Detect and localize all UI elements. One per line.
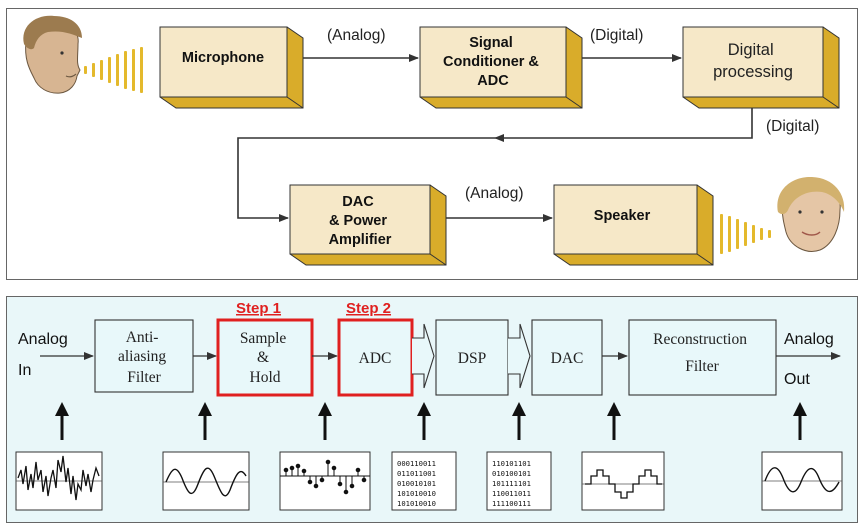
- adc-label-line-2: Conditioner &: [443, 54, 539, 70]
- waveform-reconstructed-output: [761, 451, 843, 511]
- adc-bits-row-2: 011011001: [397, 469, 436, 478]
- svg-text:DAC & Power Amplif: DAC & Power Amplifier: [329, 194, 392, 248]
- analog-label-1: (Analog): [327, 27, 386, 44]
- step-2-label: Step 2: [346, 300, 391, 317]
- adc-bit-stream: 000110011 011011001 010010101 101010010 …: [391, 451, 457, 511]
- speaker-label: Speaker: [594, 208, 651, 224]
- antialias-label-line-3: Filter: [127, 369, 161, 386]
- dsp-bit-stream: 110101101 010100101 101111101 110011011 …: [486, 451, 552, 511]
- analog-out-label-1: Analog: [784, 331, 834, 348]
- person-listening-icon: [777, 176, 845, 252]
- adc-bits-row-4: 101010010: [397, 489, 436, 498]
- microphone-label: Microphone: [182, 50, 264, 66]
- step-1-label: Step 1: [236, 300, 281, 317]
- adc-bits-row-5: 101010010: [397, 499, 436, 508]
- digital-label-1: (Digital): [590, 27, 643, 44]
- path-arrowhead-left: [494, 134, 504, 142]
- waveform-staircase: [581, 451, 665, 511]
- adc-block-label: ADC: [359, 350, 392, 367]
- svg-text:Reconstruction Filter: Reconstruction Filter: [653, 331, 751, 375]
- dsp-bits-row-5: 111100111: [492, 499, 531, 508]
- dsp-block-label: DSP: [458, 350, 486, 367]
- sample-hold-label-line-1: Sample: [240, 330, 287, 347]
- dac-label-line-2: & Power: [329, 213, 387, 229]
- bus-arrow-dsp-to-dac: [508, 323, 531, 389]
- analog-in-label-1: Analog: [18, 331, 68, 348]
- sample-hold-label-line-3: Hold: [250, 369, 281, 386]
- processing-label-line-2: processing: [713, 63, 793, 81]
- sample-hold-block: [216, 318, 314, 397]
- antialias-label-line-2: aliasing: [118, 348, 166, 365]
- person-speaking-icon: [23, 15, 83, 94]
- processing-label-line-1: Digital: [728, 41, 774, 59]
- dac-label-line-3: Amplifier: [329, 232, 392, 248]
- analog-out-label-2: Out: [784, 371, 810, 388]
- reconstruction-filter-block: [628, 319, 777, 396]
- analog-label-2: (Analog): [465, 185, 524, 202]
- dsp-block: [435, 319, 509, 396]
- svg-text:Anti- aliasing Filter: Anti- aliasing Filter: [118, 329, 170, 386]
- dsp-bits-row-1: 110101101: [492, 459, 531, 468]
- reconstruction-label-line-2: Filter: [685, 358, 719, 375]
- microphone-block: Microphone: [159, 26, 304, 109]
- dac-block-label: DAC: [551, 350, 584, 367]
- svg-text:Digital processing: Digital processing: [713, 41, 793, 81]
- adc-label-line-1: Signal: [469, 35, 513, 51]
- svg-text:Microphone: Microphone: [182, 50, 264, 66]
- sample-hold-label-line-2: &: [257, 349, 269, 366]
- speaker-block: Speaker: [553, 184, 714, 266]
- adc-block: [337, 318, 414, 397]
- adc-bits-row-1: 000110011: [397, 459, 436, 468]
- digital-label-2: (Digital): [766, 118, 819, 135]
- dac-power-amplifier-block: DAC & Power Amplifier: [289, 184, 447, 266]
- bus-arrow-adc-to-dsp: [412, 323, 435, 389]
- signal-pointer-arrows: [55, 402, 807, 440]
- dac-label-line-1: DAC: [342, 194, 374, 210]
- antialias-label-line-1: Anti-: [126, 329, 159, 346]
- analog-in-label-2: In: [18, 362, 31, 379]
- dac-block: [531, 319, 603, 396]
- digital-processing-block: Digital processing: [682, 26, 840, 109]
- anti-aliasing-filter-block: [94, 319, 194, 393]
- svg-text:Sample & Hold: Sample & Hold: [240, 330, 290, 386]
- adc-bits-row-3: 010010101: [397, 479, 436, 488]
- dsp-bits-row-4: 110011011: [492, 489, 531, 498]
- svg-text:Signal Conditioner &: Signal Conditioner & ADC: [443, 35, 543, 89]
- dsp-bits-row-2: 010100101: [492, 469, 531, 478]
- reconstruction-label-line-1: Reconstruction: [653, 331, 747, 348]
- waveform-sampled: [279, 451, 371, 511]
- sound-waves-in-icon: [720, 214, 771, 254]
- adc-label-line-3: ADC: [477, 73, 509, 89]
- sound-waves-out-icon: [84, 47, 143, 93]
- signal-conditioner-adc-block: Signal Conditioner & ADC: [419, 26, 583, 109]
- dsp-bits-row-3: 101111101: [492, 479, 531, 488]
- svg-text:Speaker: Speaker: [594, 208, 651, 224]
- path-processing-to-dac: [237, 108, 753, 219]
- path-arrowhead-dac: [279, 214, 289, 222]
- waveform-noisy-input: [15, 451, 103, 511]
- waveform-filtered: [162, 451, 250, 511]
